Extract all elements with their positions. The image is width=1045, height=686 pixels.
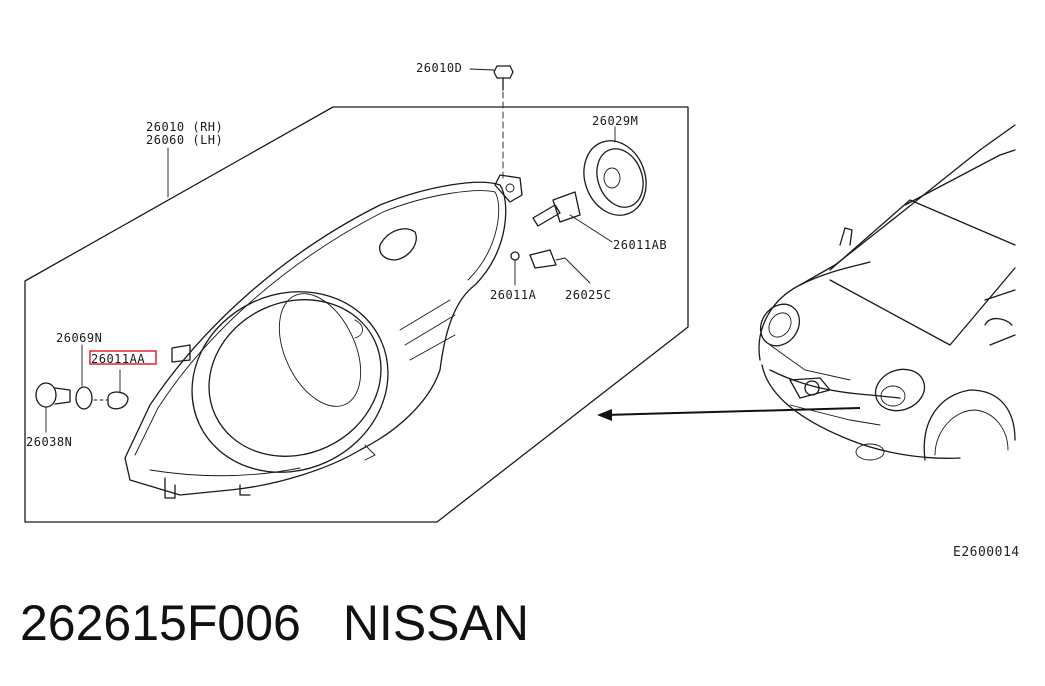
highlight-box-26011aa: [89, 350, 157, 365]
socket-26025c: [529, 249, 591, 284]
exploded-view-frame: [24, 106, 689, 523]
brand-name: NISSAN: [342, 595, 529, 651]
gasket-26069n: [75, 344, 93, 410]
headlamp-assembly: [124, 174, 523, 499]
cover-26029m: [583, 126, 647, 216]
label-26010d: 26010D: [416, 61, 462, 75]
label-26060-lh: 26060 (LH): [146, 133, 223, 147]
part-number: 262615F006: [20, 595, 301, 651]
caption: 262615F006 NISSAN: [20, 598, 529, 648]
label-26069n: 26069N: [56, 331, 102, 345]
bulb-26011a: [510, 251, 520, 286]
label-26029m: 26029M: [592, 114, 638, 128]
bulb-26011ab: [532, 191, 613, 243]
label-26011aa: 26011AA: [91, 352, 145, 366]
location-arrow: [597, 407, 861, 421]
diagram-code: E2600014: [953, 545, 1020, 560]
label-26011ab: 26011AB: [613, 238, 667, 252]
label-26011a: 26011A: [490, 288, 537, 302]
label-26025c: 26025C: [565, 288, 611, 302]
bulb-26011aa: [93, 369, 129, 410]
label-26038n: 26038N: [26, 435, 72, 449]
label-26010-rh: 26010 (RH): [146, 120, 223, 134]
car-illustration: [758, 124, 1016, 461]
screw-26010d: [469, 65, 514, 179]
socket-26038n: [35, 382, 71, 433]
